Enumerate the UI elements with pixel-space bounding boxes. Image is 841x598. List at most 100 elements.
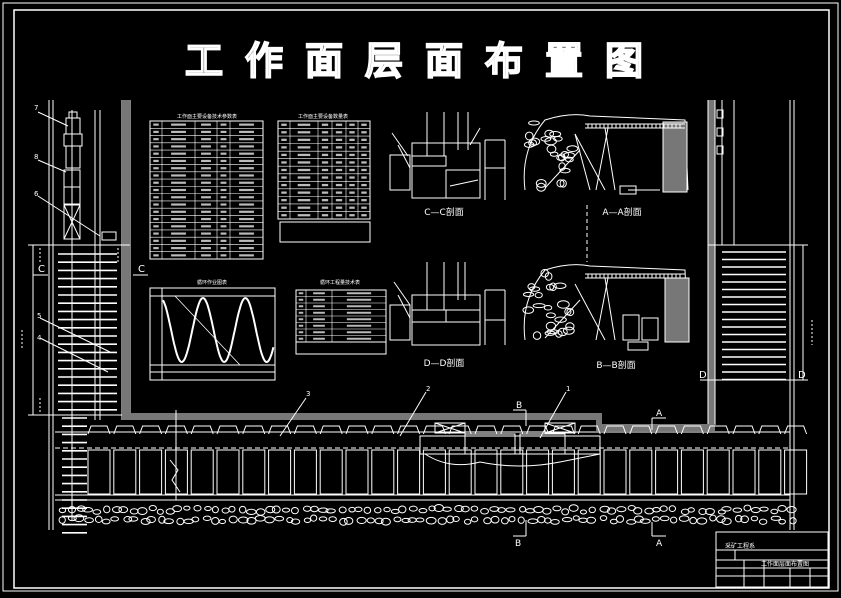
callout-8: 8: [34, 153, 38, 161]
title-block-org: 采矿工程系: [725, 542, 755, 550]
section-aa: [523, 114, 689, 195]
undefined-cell-text: [313, 337, 325, 340]
undefined-cell-text: [220, 174, 227, 177]
undefined-cell-text: [171, 225, 186, 228]
rock: [750, 507, 761, 514]
undefined-cell-text: [349, 123, 355, 126]
undefined-cell-text: [171, 188, 186, 192]
rock: [578, 517, 588, 523]
supports-lines: [55, 410, 790, 501]
undefined-cell-text: [153, 181, 159, 184]
section-cc: [389, 112, 506, 200]
undefined-cell-text: [153, 167, 159, 170]
rock: [563, 151, 576, 159]
rock: [363, 506, 372, 514]
undefined-cell-text: [220, 217, 227, 221]
undefined-cell-text: [201, 181, 211, 184]
rock: [101, 518, 111, 525]
undefined-cell-text: [297, 123, 311, 126]
undefined-cell-text: [321, 168, 329, 172]
undefined-cell-text: [361, 176, 367, 179]
support-base: [551, 449, 575, 495]
undefined-cell-text: [297, 153, 311, 157]
rock: [537, 515, 546, 524]
undefined-cell-text: [220, 188, 227, 192]
rock: [545, 312, 556, 319]
undefined-cell-text: [361, 161, 367, 164]
rock: [118, 506, 129, 514]
rock: [129, 508, 139, 515]
undefined-cell-text: [201, 247, 211, 250]
undefined-cell-text: [335, 146, 343, 149]
support-base: [397, 449, 421, 495]
support-base: [371, 449, 395, 495]
undefined-cell-text: [201, 196, 211, 199]
section-bb-roof-bars: [587, 274, 681, 278]
undefined-cell-text: [281, 161, 287, 164]
support-canopy: [293, 425, 317, 435]
undefined-cell-text: [297, 176, 311, 179]
marker-a-bottom: A: [656, 539, 663, 549]
rock: [452, 515, 460, 522]
undefined-cell-text: [361, 138, 367, 141]
support-canopy: [345, 425, 369, 435]
undefined-cell-text: [239, 174, 254, 177]
support-base: [655, 449, 679, 495]
rock: [146, 515, 156, 524]
undefined-cell-text: [335, 183, 343, 187]
undefined-cell-text: [239, 159, 254, 163]
callout-7: 7: [34, 104, 38, 112]
rock: [651, 516, 660, 522]
rock: [529, 137, 541, 146]
rock: [528, 120, 540, 126]
rock: [565, 322, 575, 331]
support-base: [139, 449, 163, 495]
undefined-cell-text: [153, 123, 159, 126]
undefined-cell-text: [321, 138, 329, 141]
rock: [204, 506, 212, 512]
undefined-cell-text: [201, 254, 211, 257]
section-cc-label: C—C剖面: [424, 206, 464, 218]
undefined-cell-text: [335, 168, 343, 172]
undefined-cell-text: [321, 206, 329, 209]
rock: [76, 505, 86, 512]
undefined-cell-text: [321, 199, 329, 202]
undefined-cell-text: [239, 217, 254, 221]
undefined-cell-text: [281, 183, 287, 187]
support-canopy: [784, 425, 808, 435]
undefined-cell-text: [335, 138, 343, 141]
rock: [497, 507, 506, 513]
undefined-cell-text: [298, 305, 304, 308]
rock: [616, 506, 627, 513]
rock: [533, 506, 544, 514]
support-base: [293, 449, 317, 495]
support-base: [784, 449, 808, 495]
gob-broken-rock: [58, 504, 797, 526]
marker-b-bottom: B: [515, 539, 521, 549]
undefined-cell-text: [220, 130, 227, 133]
undefined-cell-text: [201, 239, 211, 242]
undefined-cell-text: [201, 123, 211, 126]
undefined-cell-text: [281, 168, 287, 172]
rock: [535, 178, 547, 188]
rock: [561, 508, 570, 516]
undefined-cell-text: [361, 131, 367, 134]
support-base: [500, 449, 524, 495]
undefined-cell-text: [201, 203, 211, 206]
rock: [398, 505, 407, 514]
rock: [58, 516, 66, 524]
undefined-cell-text: [153, 159, 159, 163]
rock: [565, 156, 574, 163]
rock: [343, 516, 354, 525]
rock: [463, 518, 472, 525]
rock: [366, 517, 375, 524]
undefined-cell-text: [349, 214, 355, 217]
rock: [338, 506, 347, 514]
title-block-drawing-name: 工作面层面布置图: [761, 560, 809, 568]
undefined-cell-text: [153, 188, 159, 192]
undefined-cell-text: [321, 176, 329, 179]
undefined-cell-text: [201, 152, 211, 155]
rock: [271, 505, 281, 514]
right-roadway-timber-sets: [722, 251, 786, 381]
undefined-cell-text: [361, 183, 367, 187]
